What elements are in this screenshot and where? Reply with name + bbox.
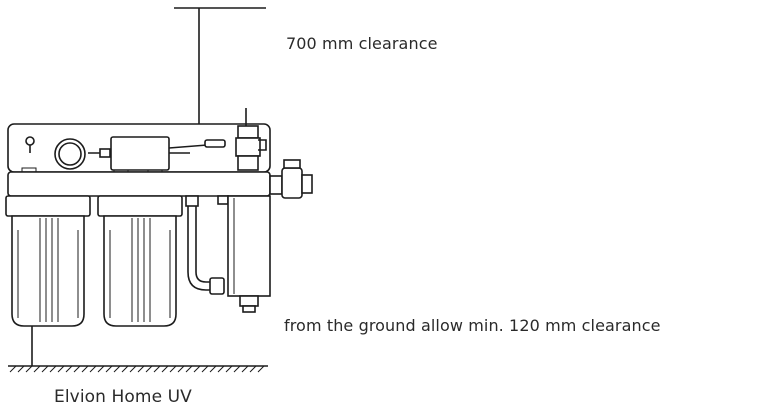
top-clearance-marker (174, 7, 266, 124)
connection-hose (185, 195, 225, 295)
pressure-gauge (54, 138, 86, 170)
solenoid-valve (235, 108, 267, 171)
uv-chamber (217, 195, 271, 313)
bottom-clearance-label: from the ground allow min. 120 mm cleara… (284, 316, 661, 335)
uv-ballast (88, 136, 226, 171)
product-name-label: Elvion Home UV (54, 387, 192, 407)
outlet-fitting (269, 159, 313, 199)
filter-housing-right (97, 195, 183, 327)
filter-housing-left (5, 195, 91, 327)
ground-reference (8, 326, 268, 373)
top-clearance-label: 700 mm clearance (286, 34, 438, 53)
